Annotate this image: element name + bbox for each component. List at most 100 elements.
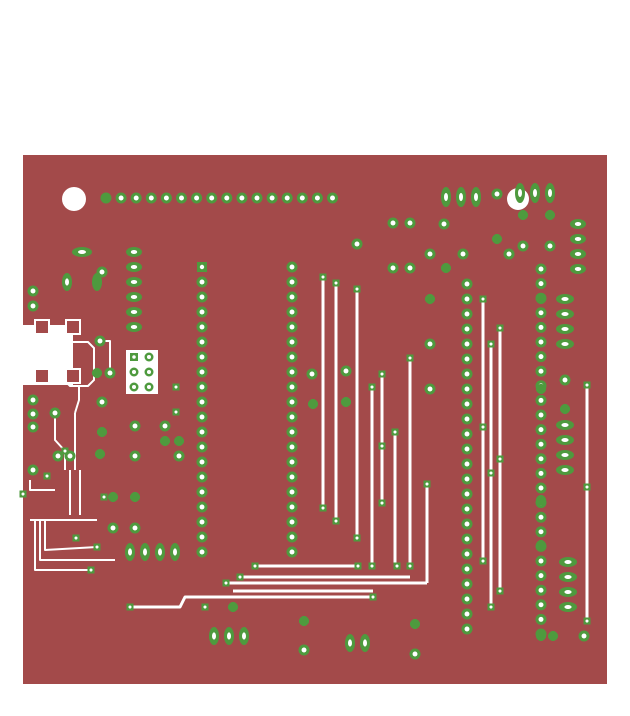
single-pad [49, 407, 61, 419]
connector-oval-pad [224, 627, 234, 645]
bus-trace [130, 595, 373, 609]
header-mid-pin [286, 411, 298, 423]
pad-hole [538, 354, 544, 360]
thermal-spoke-h [95, 452, 105, 456]
pad-hole [464, 611, 470, 617]
pad-hole [199, 324, 205, 330]
smd-pad [583, 617, 591, 625]
pad-hole [321, 506, 325, 510]
pad-hole [464, 521, 470, 527]
connector-oval-pad [556, 465, 574, 475]
pad-hole [538, 281, 544, 287]
single-pad [404, 217, 416, 229]
pad-hole [548, 189, 552, 197]
pad-hole [533, 189, 537, 197]
pad-hole [30, 303, 36, 309]
jumper-pin-1 [130, 353, 138, 361]
connector-oval-pad [456, 187, 466, 207]
thermal-spoke-h [536, 498, 546, 502]
connector-oval-pad [556, 339, 574, 349]
single-pad [351, 238, 363, 250]
pad-hole [464, 506, 470, 512]
single-pad [457, 248, 469, 260]
header-left-pin [196, 426, 208, 438]
header-mid-pin [286, 306, 298, 318]
header-right-a-pin [461, 488, 473, 500]
pad-hole [561, 327, 569, 331]
pad-hole [564, 590, 572, 594]
header-mid-pin [286, 501, 298, 513]
pad-hole [131, 384, 137, 390]
pad-hole [334, 281, 338, 285]
pad-hole [131, 369, 137, 375]
header-left-pin [196, 531, 208, 543]
pad-hole [199, 264, 205, 270]
thermal-via [130, 492, 140, 502]
smd-pad [201, 603, 209, 611]
pad-hole [238, 575, 242, 579]
header-right-a-pin [461, 578, 473, 590]
header-right-a-pin [461, 428, 473, 440]
pad-hole [299, 195, 305, 201]
header-mid-pin [286, 276, 298, 288]
header-mid-pin [286, 351, 298, 363]
pad-hole [489, 471, 493, 475]
pad-hole [146, 369, 152, 375]
pad-hole [173, 548, 177, 556]
pad-hole [209, 195, 215, 201]
pad-hole [199, 354, 205, 360]
thermal-spoke-h [308, 402, 318, 406]
smd-pad [332, 279, 340, 287]
pad-hole [289, 429, 295, 435]
pad-hole [174, 385, 178, 389]
thermal-spoke-h [518, 213, 528, 217]
pad-hole [464, 296, 470, 302]
pad-hole [464, 311, 470, 317]
pad-hole [199, 429, 205, 435]
pad-hole [146, 354, 152, 360]
connector-oval-pad [559, 602, 577, 612]
pad-layer [19, 183, 591, 660]
pad-hole [407, 265, 413, 271]
pad-hole [143, 548, 147, 556]
header-right-b-pin [535, 321, 547, 333]
pad-hole [538, 558, 544, 564]
header-right-a-pin [461, 473, 473, 485]
header-right-a-pin [461, 293, 473, 305]
header-left-pin [196, 381, 208, 393]
pad-hole [253, 564, 257, 568]
usb-trace [34, 520, 91, 571]
pad-hole [89, 568, 93, 572]
header-top-pin [221, 192, 233, 204]
smd-pad [126, 603, 134, 611]
smd-pad [583, 483, 591, 491]
pad-hole [464, 446, 470, 452]
single-pad [544, 240, 556, 252]
header-top-pin [191, 192, 203, 204]
header-right-b-pin [535, 438, 547, 450]
pad-hole [393, 430, 397, 434]
pad-hole [107, 370, 113, 376]
pad-hole [199, 399, 205, 405]
header-right-a-pin [461, 563, 473, 575]
pad-hole [464, 581, 470, 587]
pad-hole [464, 491, 470, 497]
pad-hole [78, 250, 86, 254]
pad-hole [130, 280, 138, 284]
smd-pad [479, 557, 487, 565]
header-right-a-pin [461, 413, 473, 425]
thermal-via [410, 619, 420, 629]
pad-hole [481, 425, 485, 429]
thermal-spoke-h [108, 495, 118, 499]
header-right-b-pin [535, 482, 547, 494]
smd-pad [100, 493, 108, 501]
single-pad [387, 262, 399, 274]
single-pad [129, 420, 141, 432]
header-right-a-pin [461, 398, 473, 410]
pad-hole [289, 324, 295, 330]
header-top-pin [251, 192, 263, 204]
pad-hole [130, 295, 138, 299]
pad-hole [459, 193, 463, 201]
pad-hole [518, 189, 522, 197]
pad-hole [427, 251, 433, 257]
